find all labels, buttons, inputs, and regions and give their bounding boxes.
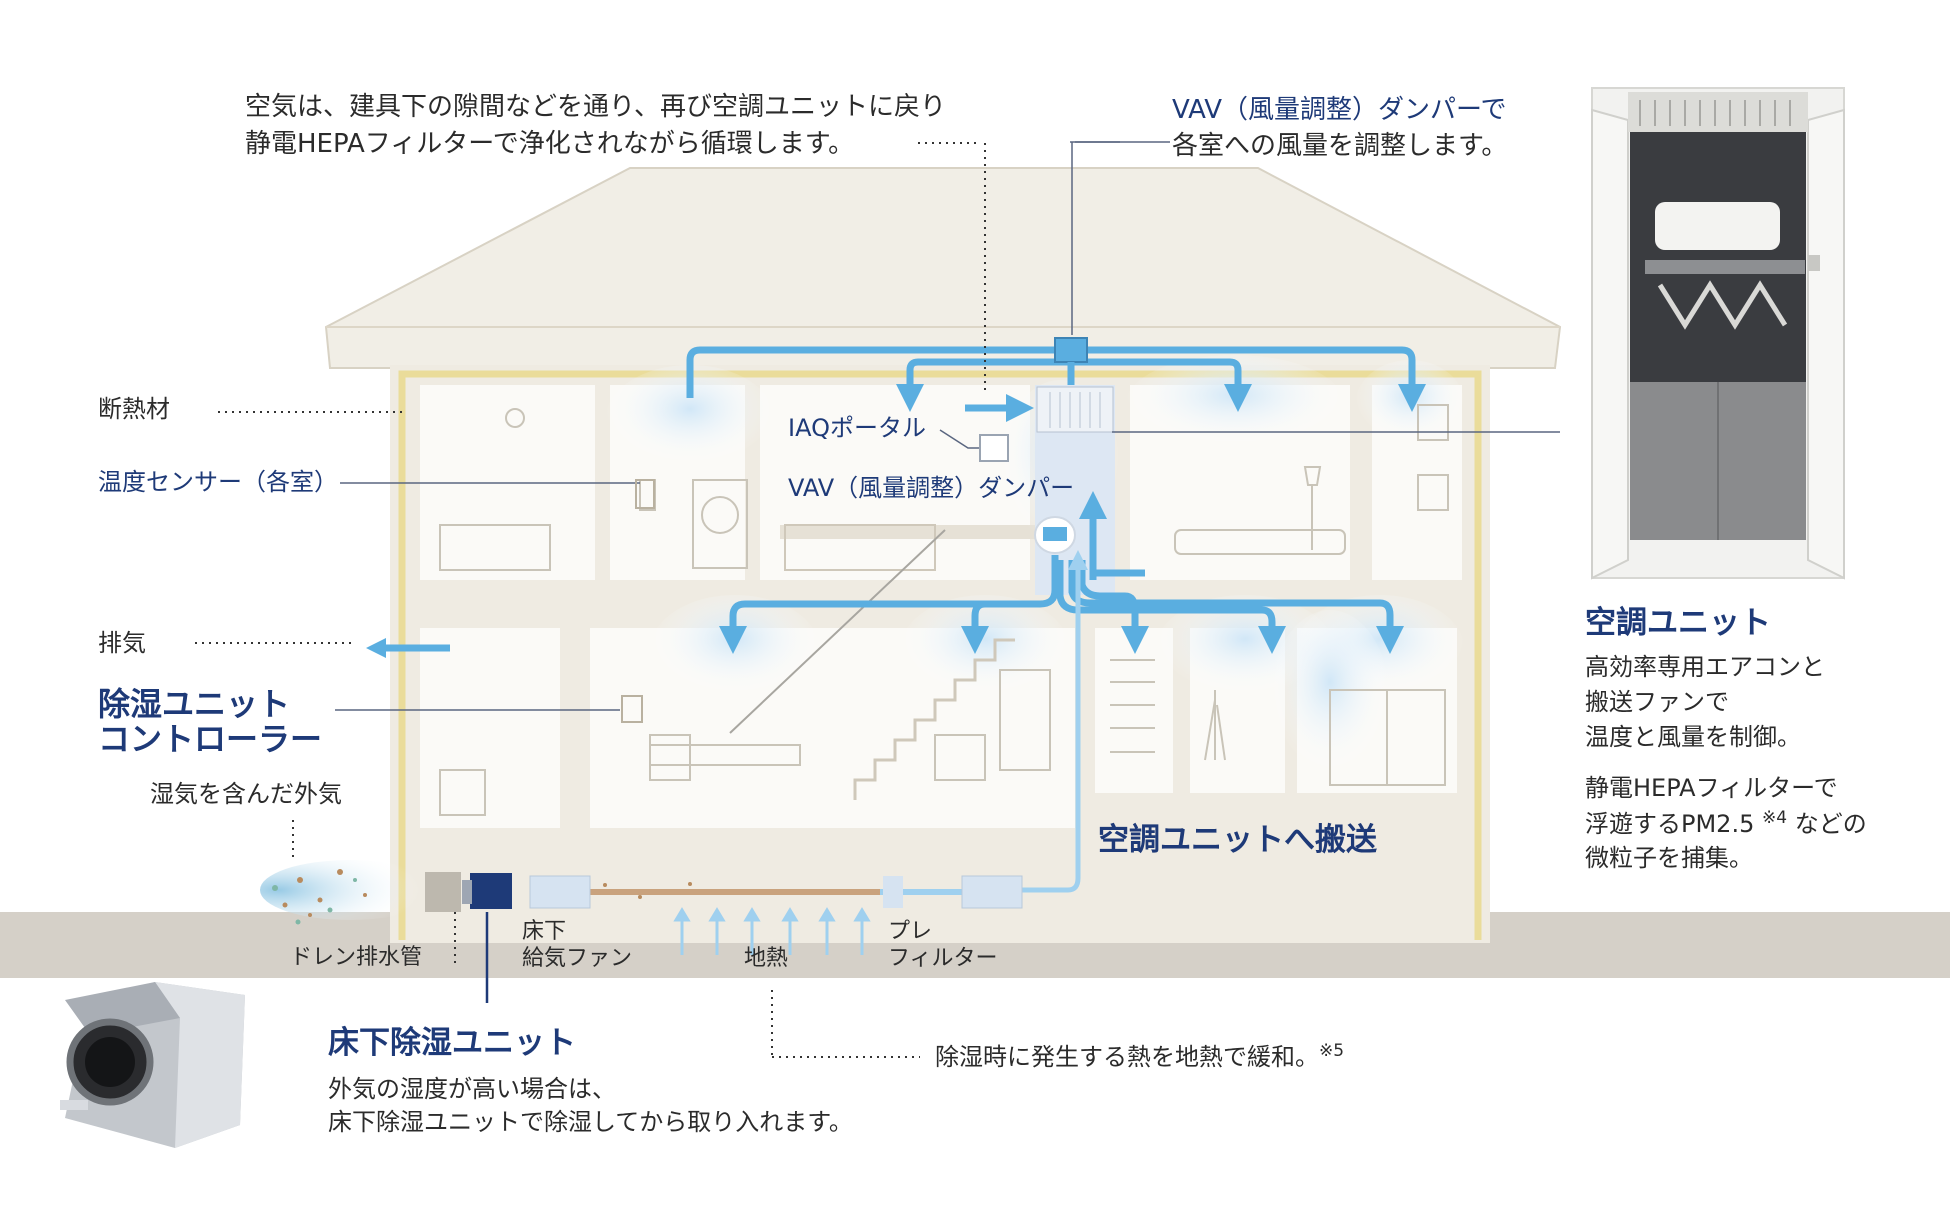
dehum-unit-desc-2: 床下除湿ユニットで除湿してから取り入れます。	[328, 1108, 853, 1136]
temp-sensor-device	[635, 479, 655, 509]
circulation-note-line2: 静電HEPAフィルターで浄化されながら循環します。	[245, 129, 855, 159]
roof	[324, 167, 1562, 369]
controller-device	[621, 695, 643, 723]
heat-note-text: 除湿時に発生する熱を地熱で緩和。	[935, 1043, 1319, 1071]
vav-damper-label: VAV（風量調整）ダンパー	[788, 474, 1075, 502]
return-duct	[985, 550, 1088, 893]
exhaust-arrow	[366, 638, 450, 658]
supply-fan-box	[529, 875, 591, 909]
heat-note: 除湿時に発生する熱を地熱で緩和。※5	[935, 1040, 1344, 1073]
prefilter-box	[883, 876, 903, 908]
to-ac-unit-label: 空調ユニットへ搬送	[1098, 822, 1377, 858]
heat-note-ref: ※5	[1319, 1041, 1345, 1061]
dotted-leaders	[195, 142, 986, 1058]
iaq-portal-label: IAQポータル	[788, 414, 926, 442]
dehumidifier-unit-box	[470, 873, 512, 909]
drain-pipe-label: ドレン排水管	[290, 945, 423, 970]
prefilter-label-1: プレ	[888, 919, 933, 944]
ac-unit-desc-3: 温度と風量を制御。	[1585, 723, 1801, 751]
underfloor-system	[260, 860, 1023, 925]
dehum-unit-title: 床下除湿ユニット	[328, 1025, 576, 1061]
pm25-ref: ※4	[1762, 808, 1788, 828]
exhaust-label: 排気	[98, 629, 146, 657]
ac-unit-grille	[1036, 386, 1114, 433]
prefilter-label-2: フィルター	[888, 946, 998, 971]
ac-unit-title: 空調ユニット	[1585, 605, 1771, 641]
dehum-unit-photo	[60, 982, 245, 1148]
pm25-text: 浮遊するPM2.5	[1585, 810, 1755, 838]
supply-ducts-1f	[719, 491, 1404, 654]
temp-sensor-label: 温度センサー（各室）	[98, 468, 338, 496]
ac-unit-photo	[1591, 87, 1845, 580]
insulation-line	[398, 370, 1482, 940]
humid-air-label: 湿気を含んだ外気	[150, 780, 342, 808]
dehum-controller-label-2: コントローラー	[98, 720, 323, 758]
staircase	[729, 529, 1015, 800]
dehum-controller-label-1: 除湿ユニット	[98, 685, 291, 723]
vav-box-top	[1054, 337, 1088, 363]
ac-unit-desc-2: 搬送ファンで	[1585, 688, 1729, 716]
geothermal-arrows	[673, 907, 871, 955]
insulation-label: 断熱材	[98, 395, 170, 423]
pm25-text-b: などの	[1794, 810, 1867, 838]
furniture	[439, 404, 1449, 816]
ac-unit-desc-4: 静電HEPAフィルターで	[1585, 774, 1838, 802]
geothermal-label: 地熱	[744, 946, 789, 971]
ac-unit-desc-6: 微粒子を捕集。	[1585, 844, 1753, 872]
ac-unit-desc-1: 高効率専用エアコンと	[1585, 653, 1825, 681]
ac-unit-desc-5: 浮遊するPM2.5 ※4 などの	[1585, 807, 1867, 840]
solid-leaders	[335, 141, 1560, 711]
dehum-unit-desc-1: 外気の湿度が高い場合は、	[328, 1075, 616, 1103]
circulation-note-line1: 空気は、建具下の隙間などを通り、再び空調ユニットに戻り	[245, 92, 946, 122]
supply-fan-label-2: 給気ファン	[522, 946, 633, 971]
vav-note-line2: 各室への風量を調整します。	[1172, 131, 1508, 161]
iaq-portal-device	[979, 434, 1009, 462]
supply-fan-label-1: 床下	[522, 919, 567, 944]
vav-note-line1: VAV（風量調整）ダンパーで	[1172, 95, 1507, 125]
ac-return-box	[961, 875, 1023, 909]
